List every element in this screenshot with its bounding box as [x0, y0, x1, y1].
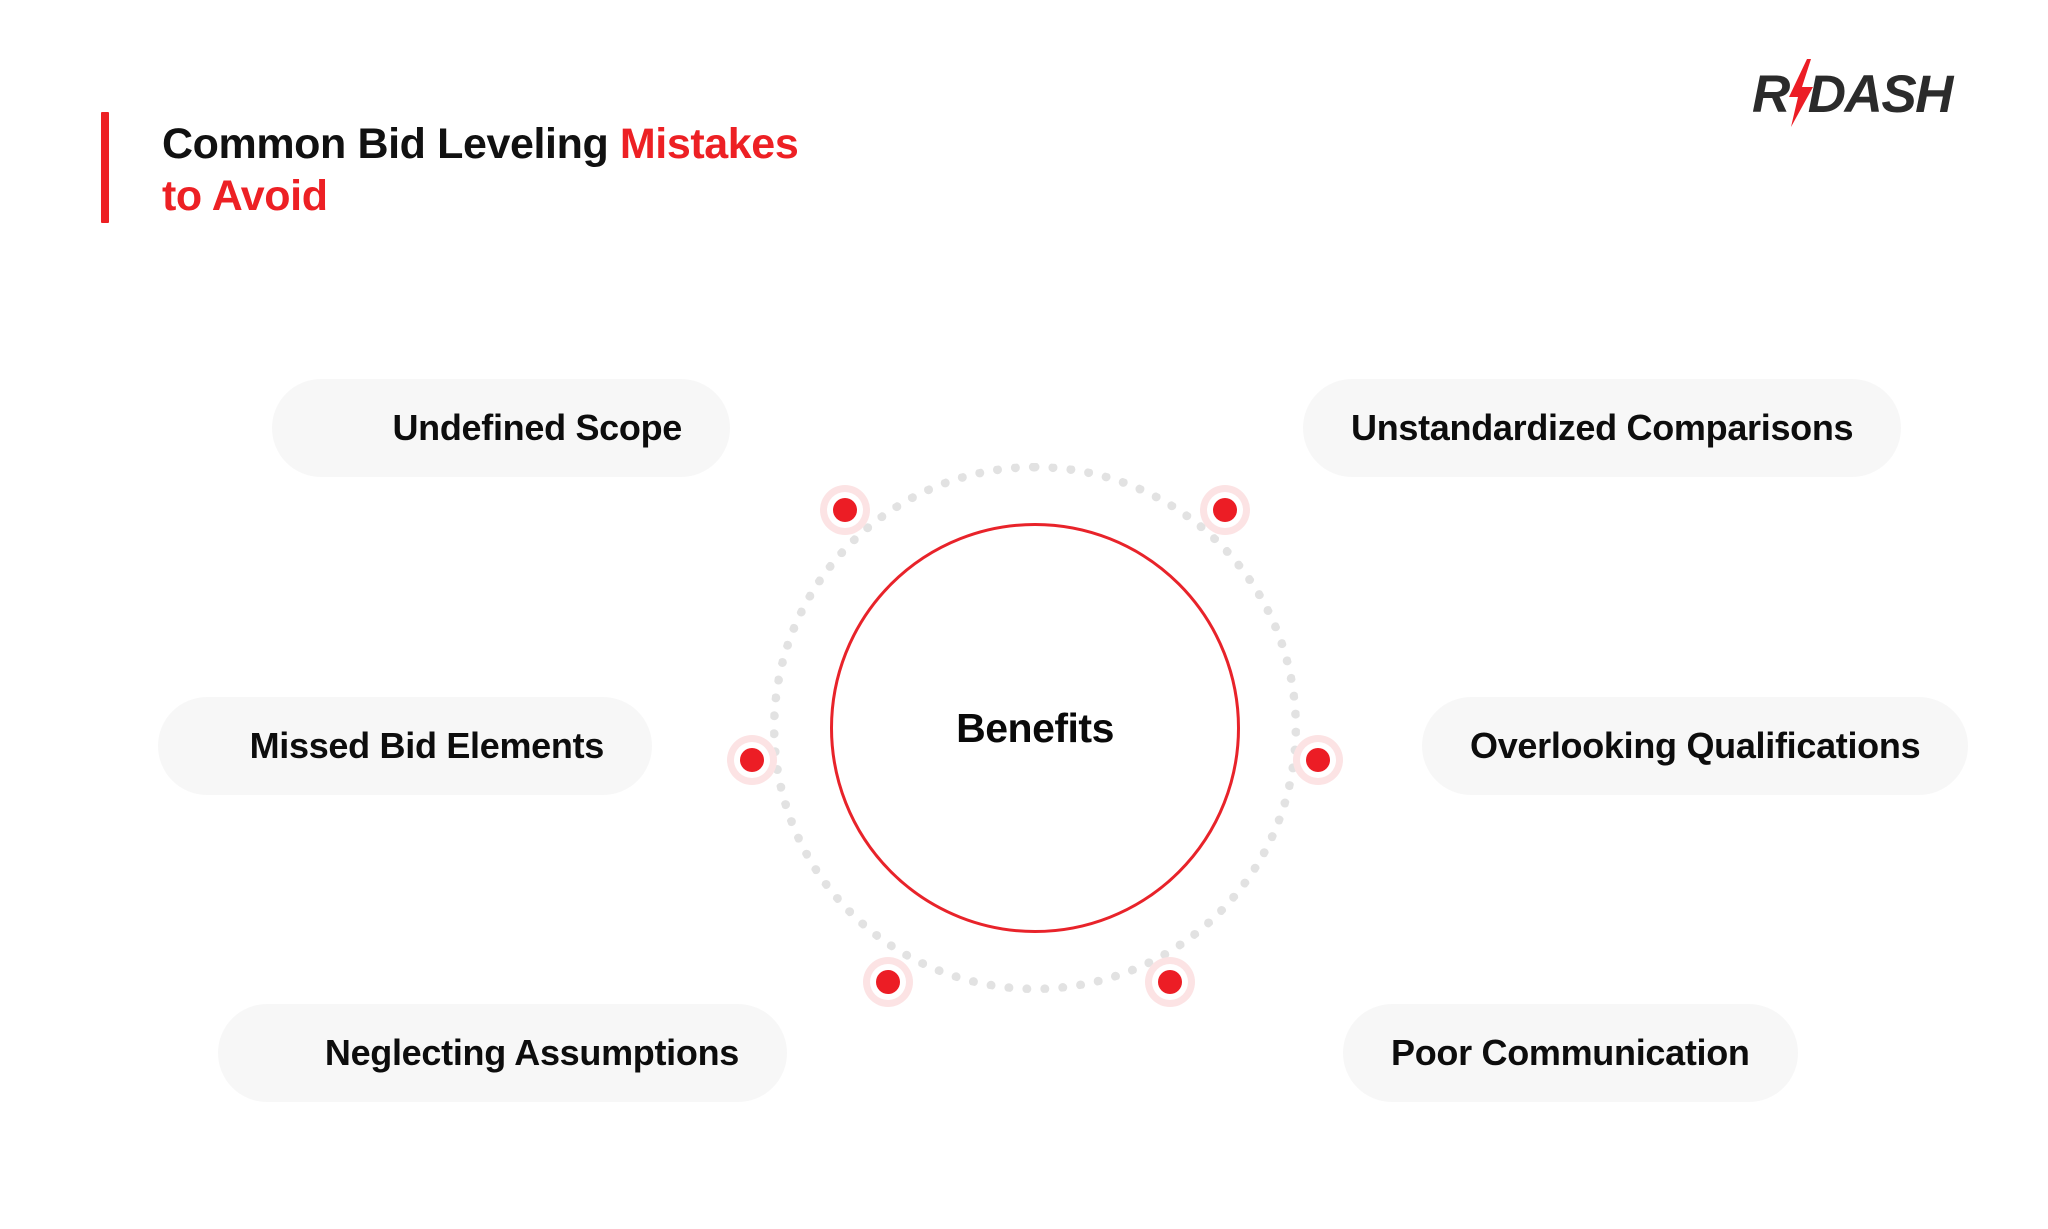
title-accent-bar: [101, 112, 109, 223]
node-dot-missed-bid-elements[interactable]: [727, 735, 777, 785]
page-title-accent-1: Mistakes: [619, 120, 799, 168]
logo-mark-right: DASH: [1807, 64, 1954, 124]
pill-label: Neglecting Assumptions: [324, 1032, 739, 1073]
dotted-ring: [770, 463, 1300, 993]
pill-poor-communication[interactable]: Poor Communication: [1343, 1004, 1798, 1102]
node-dot-neglecting-assumptions[interactable]: [863, 957, 913, 1007]
pill-neglecting-assumptions[interactable]: Neglecting Assumptions: [218, 1004, 787, 1102]
pill-label: Overlooking Qualifications: [1470, 725, 1921, 766]
pill-label: Undefined Scope: [392, 407, 682, 448]
pill-label: Unstandardized Comparisons: [1351, 407, 1854, 448]
node-dot-undefined-scope[interactable]: [820, 485, 870, 535]
pill-label: Missed Bid Elements: [249, 725, 605, 766]
page-title-accent-2: to Avoid: [162, 172, 328, 221]
node-dot-overlooking-qualifications[interactable]: [1293, 735, 1343, 785]
pill-unstandardized-comparisons[interactable]: Unstandardized Comparisons: [1303, 379, 1902, 477]
pill-overlooking-qualifications[interactable]: Overlooking Qualifications: [1422, 697, 1969, 795]
rdash-logo: R DASH: [1752, 52, 1954, 136]
pill-label: Poor Communication: [1391, 1032, 1750, 1073]
logo-text: R DASH: [1752, 59, 1954, 127]
lightning-bolt-icon: [1785, 59, 1813, 127]
pill-missed-bid-elements[interactable]: Missed Bid Elements: [158, 697, 652, 795]
page-title-block: Common Bid Leveling Mistakes to Avoid: [101, 112, 799, 223]
logo-mark-left: R: [1752, 64, 1790, 124]
page-title-plain: Common Bid Leveling: [162, 120, 620, 168]
node-dot-unstandardized-comparisons[interactable]: [1200, 485, 1250, 535]
node-dot-poor-communication[interactable]: [1145, 957, 1195, 1007]
page-title: Common Bid Leveling Mistakes to Avoid: [162, 112, 799, 223]
hub-center-label: Benefits: [956, 704, 1114, 751]
pill-undefined-scope[interactable]: Undefined Scope: [272, 379, 730, 477]
hub-circle: Benefits: [830, 523, 1240, 933]
